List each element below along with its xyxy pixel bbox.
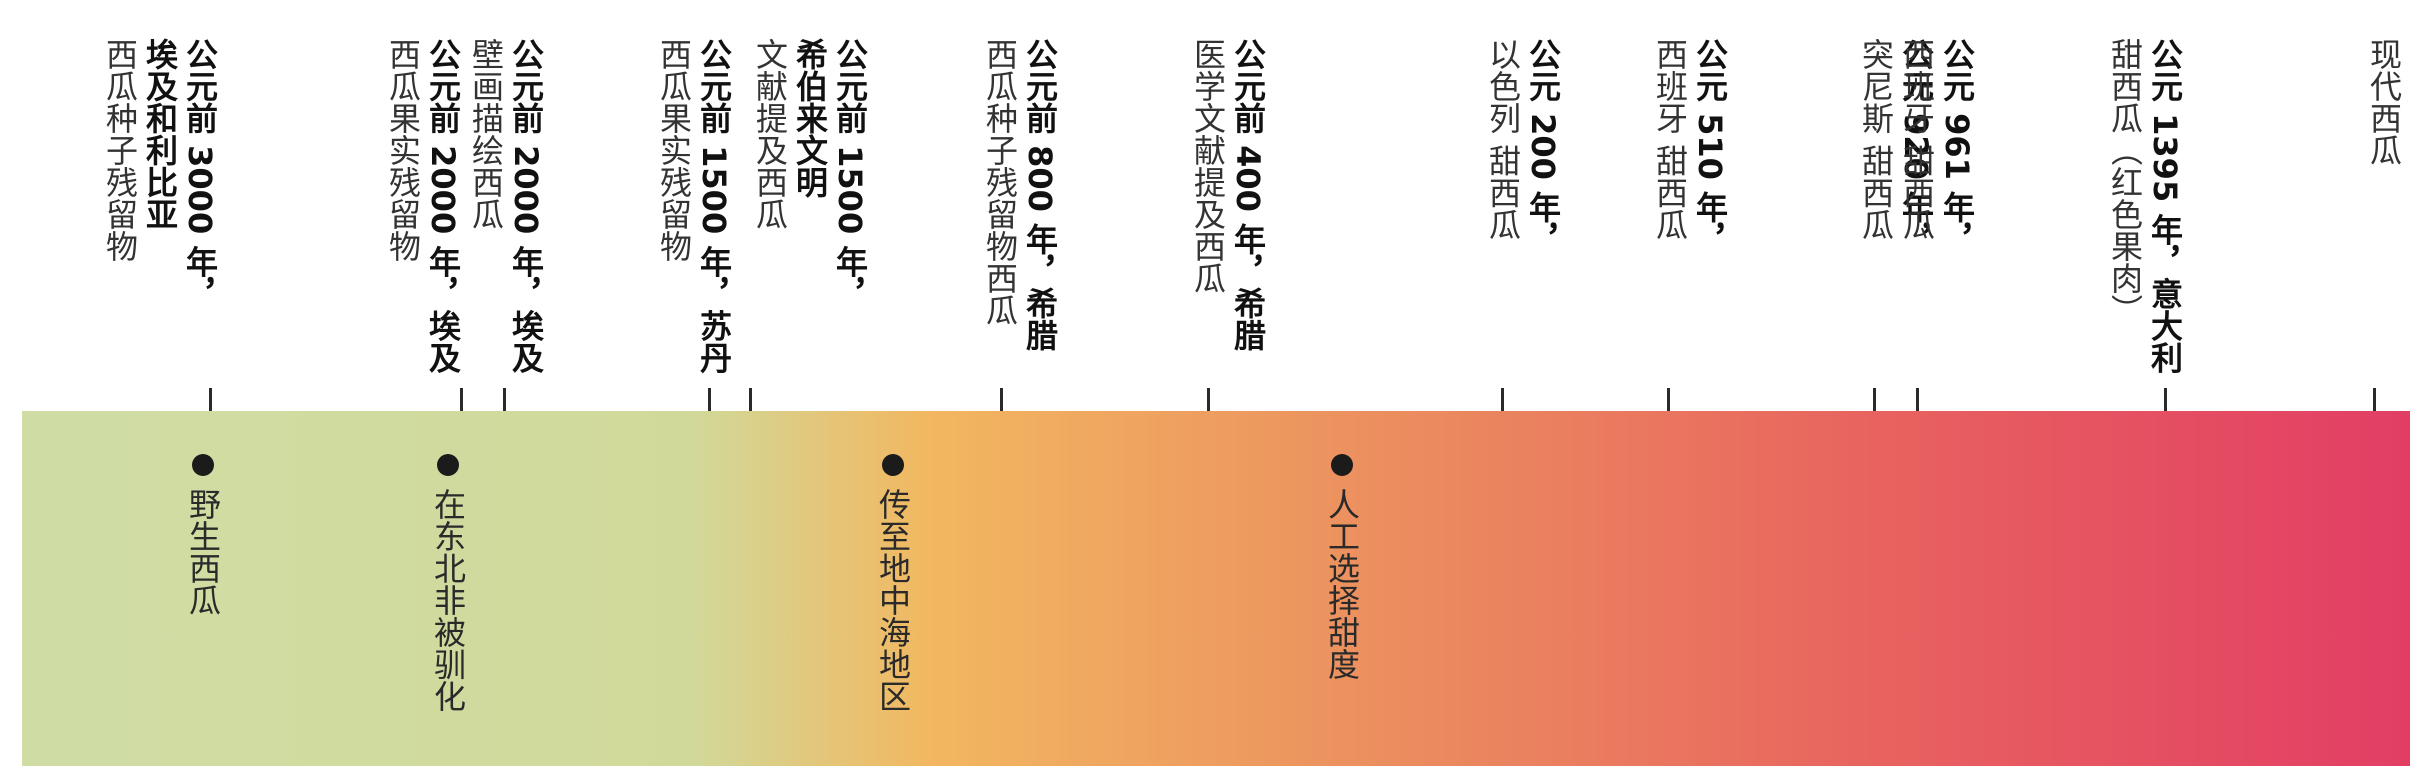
stage-label: 在东北非被驯化 bbox=[429, 488, 467, 712]
event-label: 公元前 2000 年，埃及 西瓜果实残留物 bbox=[323, 38, 463, 374]
event-label: 公元 920 年， 突尼斯 甜西瓜 bbox=[1796, 38, 1936, 372]
tick-mark bbox=[1873, 388, 1876, 411]
tick-mark bbox=[1000, 388, 1003, 411]
event-label: 公元前 2000 年，埃及 壁画描绘西瓜 bbox=[406, 38, 546, 374]
event-description: 突尼斯 甜西瓜 bbox=[1857, 38, 1895, 241]
event-label: 公元 961 年， 西班牙 甜西瓜 bbox=[1837, 38, 1977, 372]
event-date: 公元 200 年， bbox=[1524, 38, 1562, 256]
stage-dot bbox=[1331, 454, 1353, 476]
event-label: 公元 1395 年，意大利 甜西瓜（红色果肉） bbox=[2045, 38, 2185, 374]
event-place: 希伯来文明 bbox=[791, 38, 829, 198]
event-description: 以色列 甜西瓜 bbox=[1484, 38, 1522, 241]
timeline-gradient-band bbox=[22, 411, 2410, 766]
event-label: 公元前 1500 年，苏丹 西瓜果实残留物 bbox=[594, 38, 734, 374]
event-date: 公元前 2000 年，埃及 bbox=[424, 38, 462, 374]
event-date: 公元前 1500 年，苏丹 bbox=[695, 38, 733, 374]
event-description: 甜西瓜（红色果肉） bbox=[2106, 38, 2144, 326]
event-label: 公元 200 年， 以色列 甜西瓜 bbox=[1423, 38, 1563, 372]
event-date: 公元 961 年， bbox=[1938, 38, 1976, 256]
tick-mark bbox=[749, 388, 752, 411]
tick-mark bbox=[503, 388, 506, 411]
event-date: 公元前 400 年，希腊 bbox=[1229, 38, 1267, 352]
tick-mark bbox=[1207, 388, 1210, 411]
event-label: 公元 510 年， 西班牙 甜西瓜 bbox=[1590, 38, 1730, 372]
event-date: 公元 1395 年，意大利 bbox=[2146, 38, 2184, 374]
event-description: 现代西瓜 bbox=[2365, 38, 2403, 166]
event-description: 西班牙 甜西瓜 bbox=[1651, 38, 1689, 241]
event-description: 西瓜果实残留物 bbox=[384, 38, 422, 262]
event-place: 埃及和利比亚 bbox=[141, 38, 179, 230]
stage-label: 传至地中海地区 bbox=[874, 488, 912, 712]
event-description: 西瓜果实残留物 bbox=[655, 38, 693, 262]
stage-dot bbox=[192, 454, 214, 476]
stage-label: 野生西瓜 bbox=[184, 488, 222, 616]
event-date: 公元 920 年， bbox=[1897, 38, 1935, 256]
tick-mark bbox=[1916, 388, 1919, 411]
event-description: 西瓜种子残留物西瓜 bbox=[981, 38, 1019, 326]
event-description: 文献提及西瓜 bbox=[751, 38, 789, 230]
stage-marker: 人工选择甜度 bbox=[1322, 454, 1362, 680]
tick-mark bbox=[209, 388, 212, 411]
event-date: 公元前 1500 年， bbox=[831, 38, 869, 310]
stage-label: 人工选择甜度 bbox=[1323, 488, 1361, 680]
tick-mark bbox=[460, 388, 463, 411]
event-description: 西班牙 甜西瓜 bbox=[1898, 38, 1936, 241]
stage-dot bbox=[882, 454, 904, 476]
event-date: 公元前 800 年，希腊 bbox=[1021, 38, 1059, 352]
event-label: 现代西瓜 bbox=[2264, 38, 2404, 372]
tick-mark bbox=[2373, 388, 2376, 411]
event-label: 公元前 400 年，希腊 医学文献提及西瓜 bbox=[1128, 38, 1268, 372]
event-date: 公元前 2000 年，埃及 bbox=[507, 38, 545, 374]
event-label: 公元前 800 年，希腊 西瓜种子残留物西瓜 bbox=[920, 38, 1060, 372]
event-label: 公元前 3000 年， 埃及和利比亚 西瓜种子残留物 bbox=[80, 38, 220, 372]
tick-mark bbox=[1501, 388, 1504, 411]
event-description: 西瓜种子残留物 bbox=[101, 38, 139, 262]
tick-mark bbox=[708, 388, 711, 411]
event-date: 公元 510 年， bbox=[1691, 38, 1729, 256]
stage-marker: 野生西瓜 bbox=[183, 454, 223, 616]
stage-marker: 在东北非被驯化 bbox=[428, 454, 468, 712]
stage-marker: 传至地中海地区 bbox=[873, 454, 913, 712]
tick-mark bbox=[2164, 388, 2167, 411]
stage-dot bbox=[437, 454, 459, 476]
event-description: 壁画描绘西瓜 bbox=[467, 38, 505, 230]
tick-mark bbox=[1667, 388, 1670, 411]
event-date: 公元前 3000 年， bbox=[181, 38, 219, 310]
event-description: 医学文献提及西瓜 bbox=[1189, 38, 1227, 294]
event-label: 公元前 1500 年， 希伯来文明 文献提及西瓜 bbox=[730, 38, 870, 372]
